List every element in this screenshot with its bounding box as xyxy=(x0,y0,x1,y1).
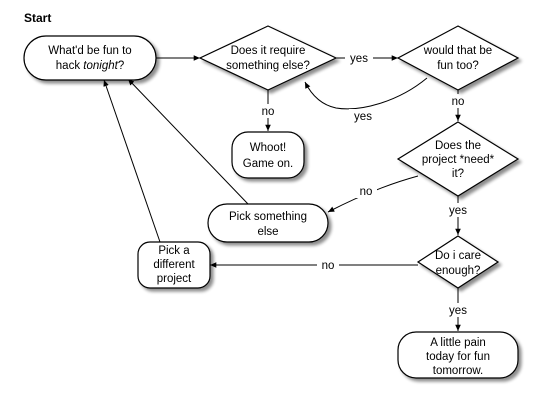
node-does-it-require-line2: something else? xyxy=(226,60,310,72)
node-pick-different-project-line1: Pick a xyxy=(158,245,190,257)
node-pick-something-else: Pick something else xyxy=(207,203,329,243)
edge-label-care-pick-different: no xyxy=(322,260,335,272)
node-little-pain-line3: tomorrow. xyxy=(433,365,484,377)
node-would-that-be-fun: would that be fun too? xyxy=(396,25,520,91)
node-what-fun-line1: What'd be fun to xyxy=(48,45,131,57)
edges xyxy=(103,55,461,331)
diagram-title: Start xyxy=(24,11,51,25)
edge-label-require-funtoo: yes xyxy=(350,53,368,65)
node-do-i-care: Do i care enough? xyxy=(416,235,500,289)
node-would-that-be-fun-line2: fun too? xyxy=(437,60,479,72)
node-whoot: Whoot! Game on. xyxy=(231,131,305,179)
node-pick-different-project-line3: project xyxy=(157,273,192,285)
edge-label-funtoo-need: no xyxy=(452,96,465,108)
edge-label-need-care: yes xyxy=(449,205,467,217)
node-does-project-need: Does the project *need* it? xyxy=(396,121,520,197)
node-what-fun: What'd be fun to hack tonight? xyxy=(23,35,157,81)
edge-label-need-pick-else: no xyxy=(360,186,373,198)
node-do-i-care-line2: enough? xyxy=(436,265,481,277)
edge-label-care-pain: yes xyxy=(449,305,467,317)
node-little-pain-line2: today for fun xyxy=(426,351,490,363)
node-pick-different-project: Pick a different project xyxy=(137,241,211,289)
node-would-that-be-fun-line1: would that be xyxy=(423,45,492,57)
edge-labels: yes yes no no no yes no yes xyxy=(257,51,473,317)
node-little-pain: A little pain today for fun tomorrow. xyxy=(397,331,519,379)
edge-pick-different-to-fun xyxy=(103,79,161,243)
edge-pick-else-to-fun xyxy=(127,78,249,205)
node-does-project-need-line2: project *need* xyxy=(422,154,495,166)
node-does-it-require-line1: Does it require xyxy=(231,45,306,57)
edge-label-funtoo-require: yes xyxy=(354,111,372,123)
node-little-pain-line1: A little pain xyxy=(430,337,486,349)
node-what-fun-line2: hack tonight? xyxy=(56,60,124,72)
node-whoot-line2: Game on. xyxy=(243,158,294,170)
node-pick-something-else-line2: else xyxy=(257,226,278,238)
node-pick-different-project-line2: different xyxy=(153,259,195,271)
node-do-i-care-line1: Do i care xyxy=(435,250,481,262)
node-does-project-need-line1: Does the xyxy=(435,140,481,152)
edge-funtoo-to-require xyxy=(304,77,428,110)
node-whoot-line1: Whoot! xyxy=(250,142,286,154)
edge-label-require-whoot: no xyxy=(262,106,275,118)
node-pick-something-else-line1: Pick something xyxy=(229,211,307,223)
node-does-it-require: Does it require something else? xyxy=(198,25,338,91)
node-does-project-need-line3: it? xyxy=(452,168,464,180)
